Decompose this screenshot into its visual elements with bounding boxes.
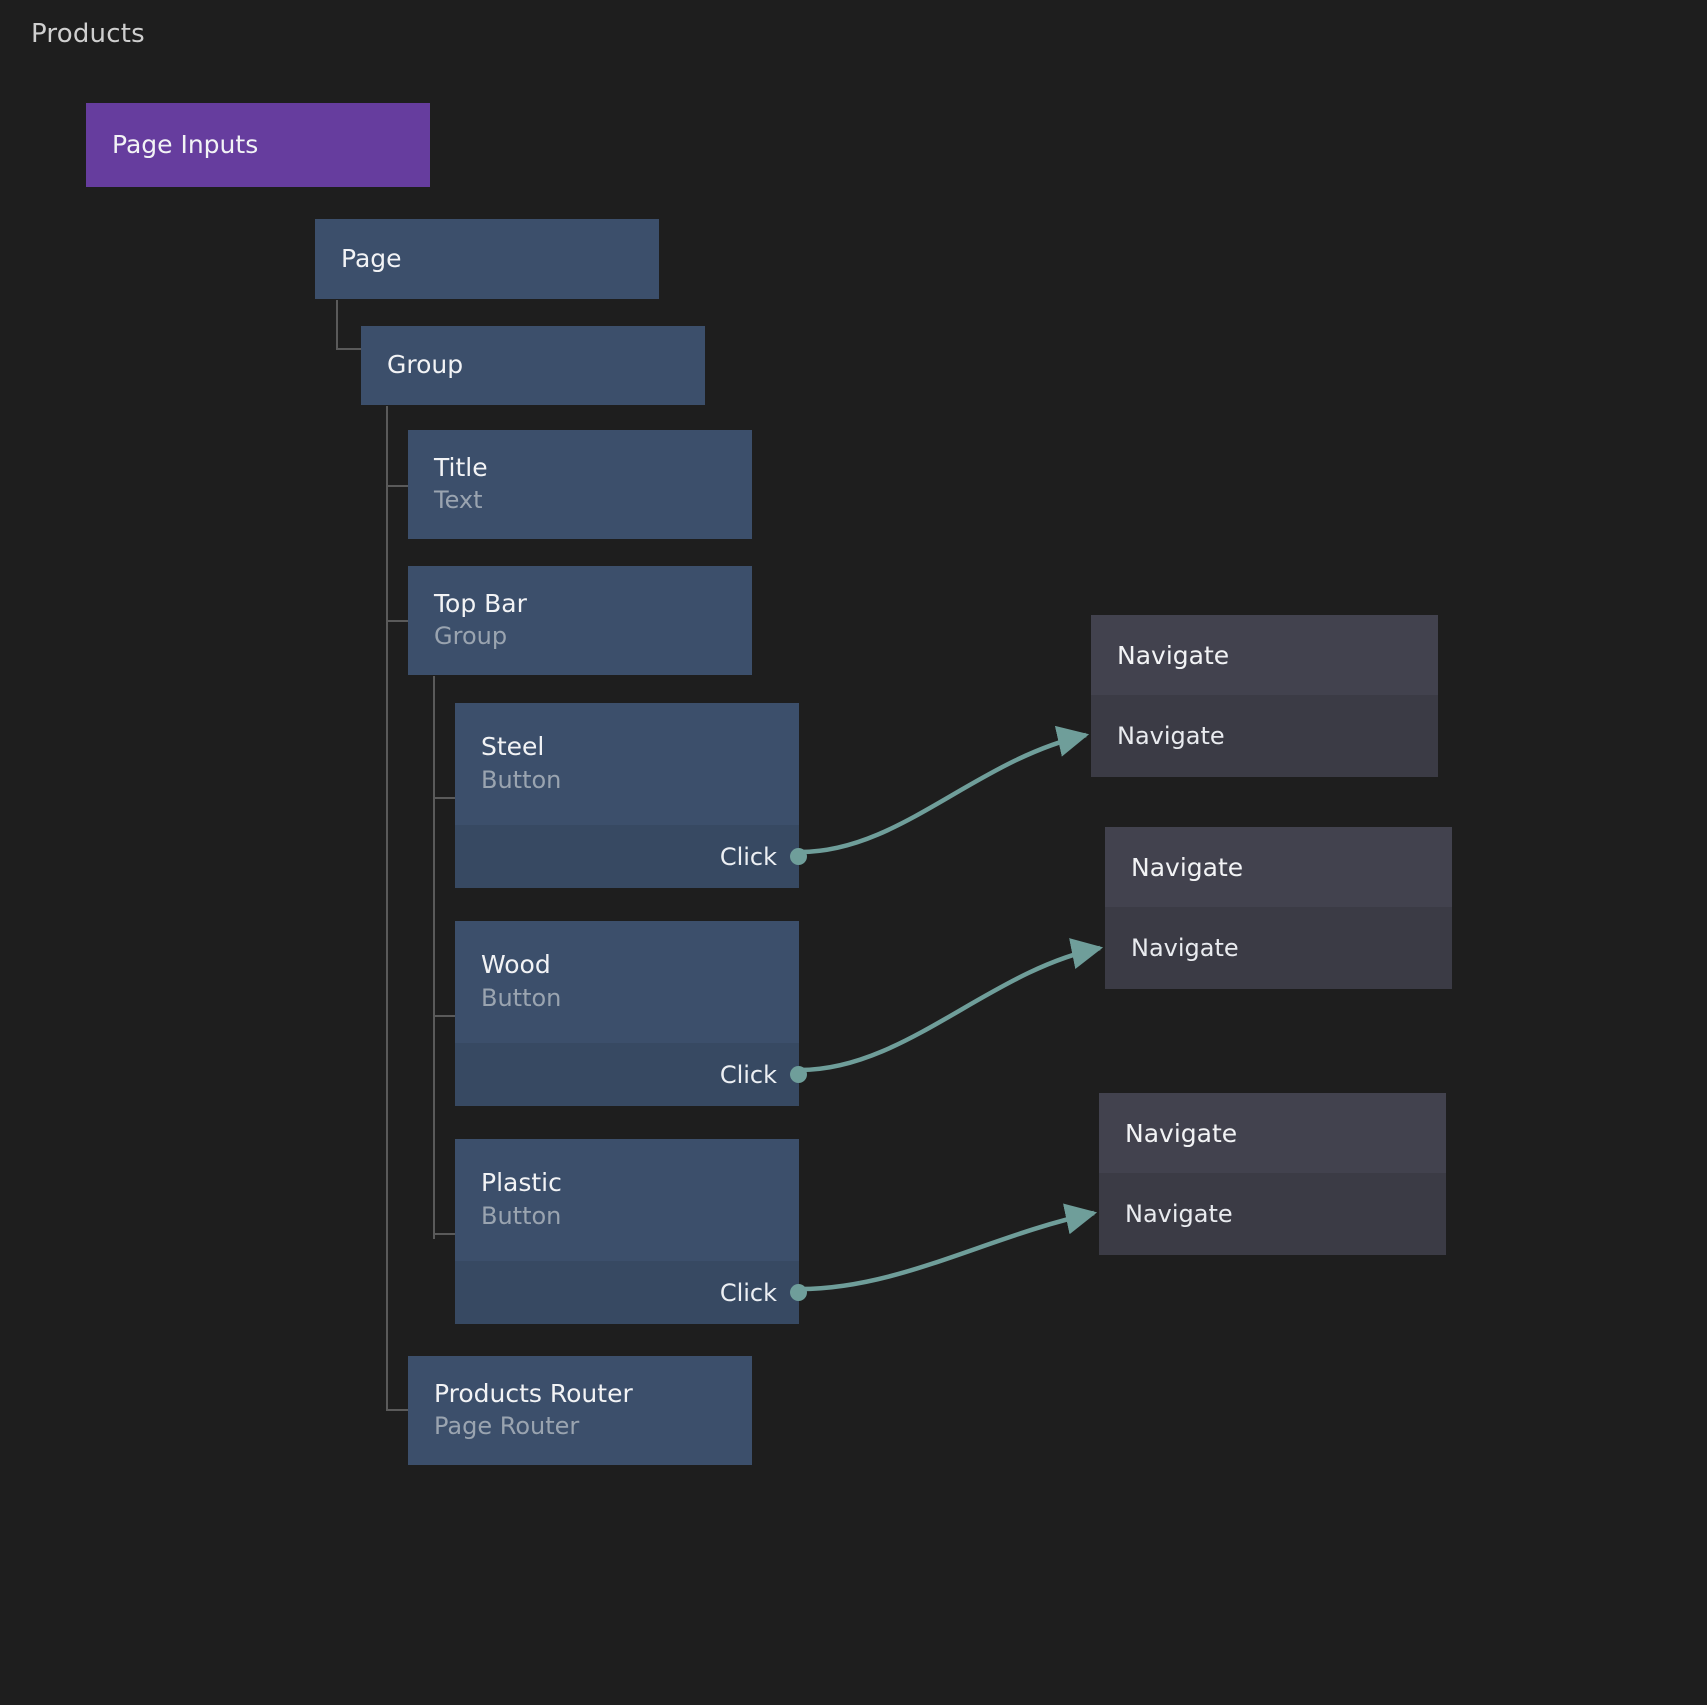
tree-line-plastic-stub [433,1233,455,1235]
tree-line-page-group [336,300,338,350]
node-button-steel-title: Steel [481,732,545,762]
node-group-header: Group [361,326,705,405]
event-label-click: Click [719,842,777,871]
page-title: Products [31,19,145,49]
node-button-steel-header: Steel Button [455,703,799,825]
node-page-header: Page [315,219,659,299]
tree-line-steel-stub [433,797,455,799]
event-label-click: Click [719,1278,777,1307]
node-action-navigate-1-header: Navigate [1091,615,1438,695]
node-button-wood-event-row[interactable]: Click [455,1043,807,1106]
node-products-router-subtitle: Page Router [434,1412,580,1441]
node-top-bar-header: Top Bar Group [408,566,752,675]
action-title: Navigate [1125,1118,1238,1148]
node-products-router-header: Products Router Page Router [408,1356,752,1465]
tree-line-group-trunk [386,406,388,1410]
node-button-steel-event-row[interactable]: Click [455,825,807,888]
node-button-steel-subtitle: Button [481,765,562,794]
event-output-port[interactable] [790,1284,807,1301]
node-title-title: Title [434,452,488,482]
action-row-label: Navigate [1117,722,1225,750]
node-products-router-title: Products Router [434,1378,633,1408]
node-products-router[interactable]: Products Router Page Router [408,1356,752,1465]
connector-wood-navigate [799,938,1104,1073]
node-group[interactable]: Group [361,326,705,405]
node-page-inputs-header: Page Inputs [86,103,430,187]
node-button-wood[interactable]: Wood Button Click [455,921,807,1106]
event-label-click: Click [719,1060,777,1089]
node-top-bar[interactable]: Top Bar Group [408,566,752,675]
tree-line-topbar-stub [386,620,408,622]
node-action-navigate-3-row[interactable]: Navigate [1099,1173,1446,1255]
action-row-label: Navigate [1131,934,1239,962]
node-title-subtitle: Text [434,486,483,515]
tree-line-page-group-stub [336,348,361,350]
tree-line-topbar-trunk [433,676,435,1239]
action-row-label: Navigate [1125,1200,1233,1228]
node-group-title: Group [387,350,464,380]
node-action-navigate-3-header: Navigate [1099,1093,1446,1173]
node-button-plastic[interactable]: Plastic Button Click [455,1139,807,1324]
node-top-bar-title: Top Bar [434,588,527,618]
tree-line-router-stub [386,1409,408,1411]
connector-plastic-navigate [799,1203,1098,1292]
node-button-plastic-header: Plastic Button [455,1139,799,1261]
event-output-port[interactable] [790,1066,807,1083]
node-top-bar-subtitle: Group [434,622,508,651]
node-action-navigate-2-row[interactable]: Navigate [1105,907,1452,989]
connector-steel-navigate [799,725,1090,855]
node-page-inputs[interactable]: Page Inputs [86,103,430,187]
event-output-port[interactable] [790,848,807,865]
node-action-navigate-1-row[interactable]: Navigate [1091,695,1438,777]
node-page-inputs-title: Page Inputs [112,129,259,159]
node-action-navigate-3[interactable]: Navigate Navigate [1099,1093,1446,1255]
node-action-navigate-1[interactable]: Navigate Navigate [1091,615,1438,777]
node-button-steel[interactable]: Steel Button Click [455,703,807,888]
node-button-plastic-subtitle: Button [481,1201,562,1230]
node-action-navigate-2[interactable]: Navigate Navigate [1105,827,1452,989]
node-page[interactable]: Page [315,219,659,299]
node-title-header: Title Text [408,430,752,539]
node-button-wood-subtitle: Button [481,983,562,1012]
node-button-wood-header: Wood Button [455,921,799,1043]
action-title: Navigate [1131,852,1244,882]
tree-line-wood-stub [433,1015,455,1017]
tree-line-title-stub [386,485,408,487]
node-button-wood-title: Wood [481,950,551,980]
node-button-plastic-event-row[interactable]: Click [455,1261,807,1324]
node-page-title: Page [341,243,402,273]
node-action-navigate-2-header: Navigate [1105,827,1452,907]
action-title: Navigate [1117,640,1230,670]
node-title[interactable]: Title Text [408,430,752,539]
node-button-plastic-title: Plastic [481,1168,562,1198]
